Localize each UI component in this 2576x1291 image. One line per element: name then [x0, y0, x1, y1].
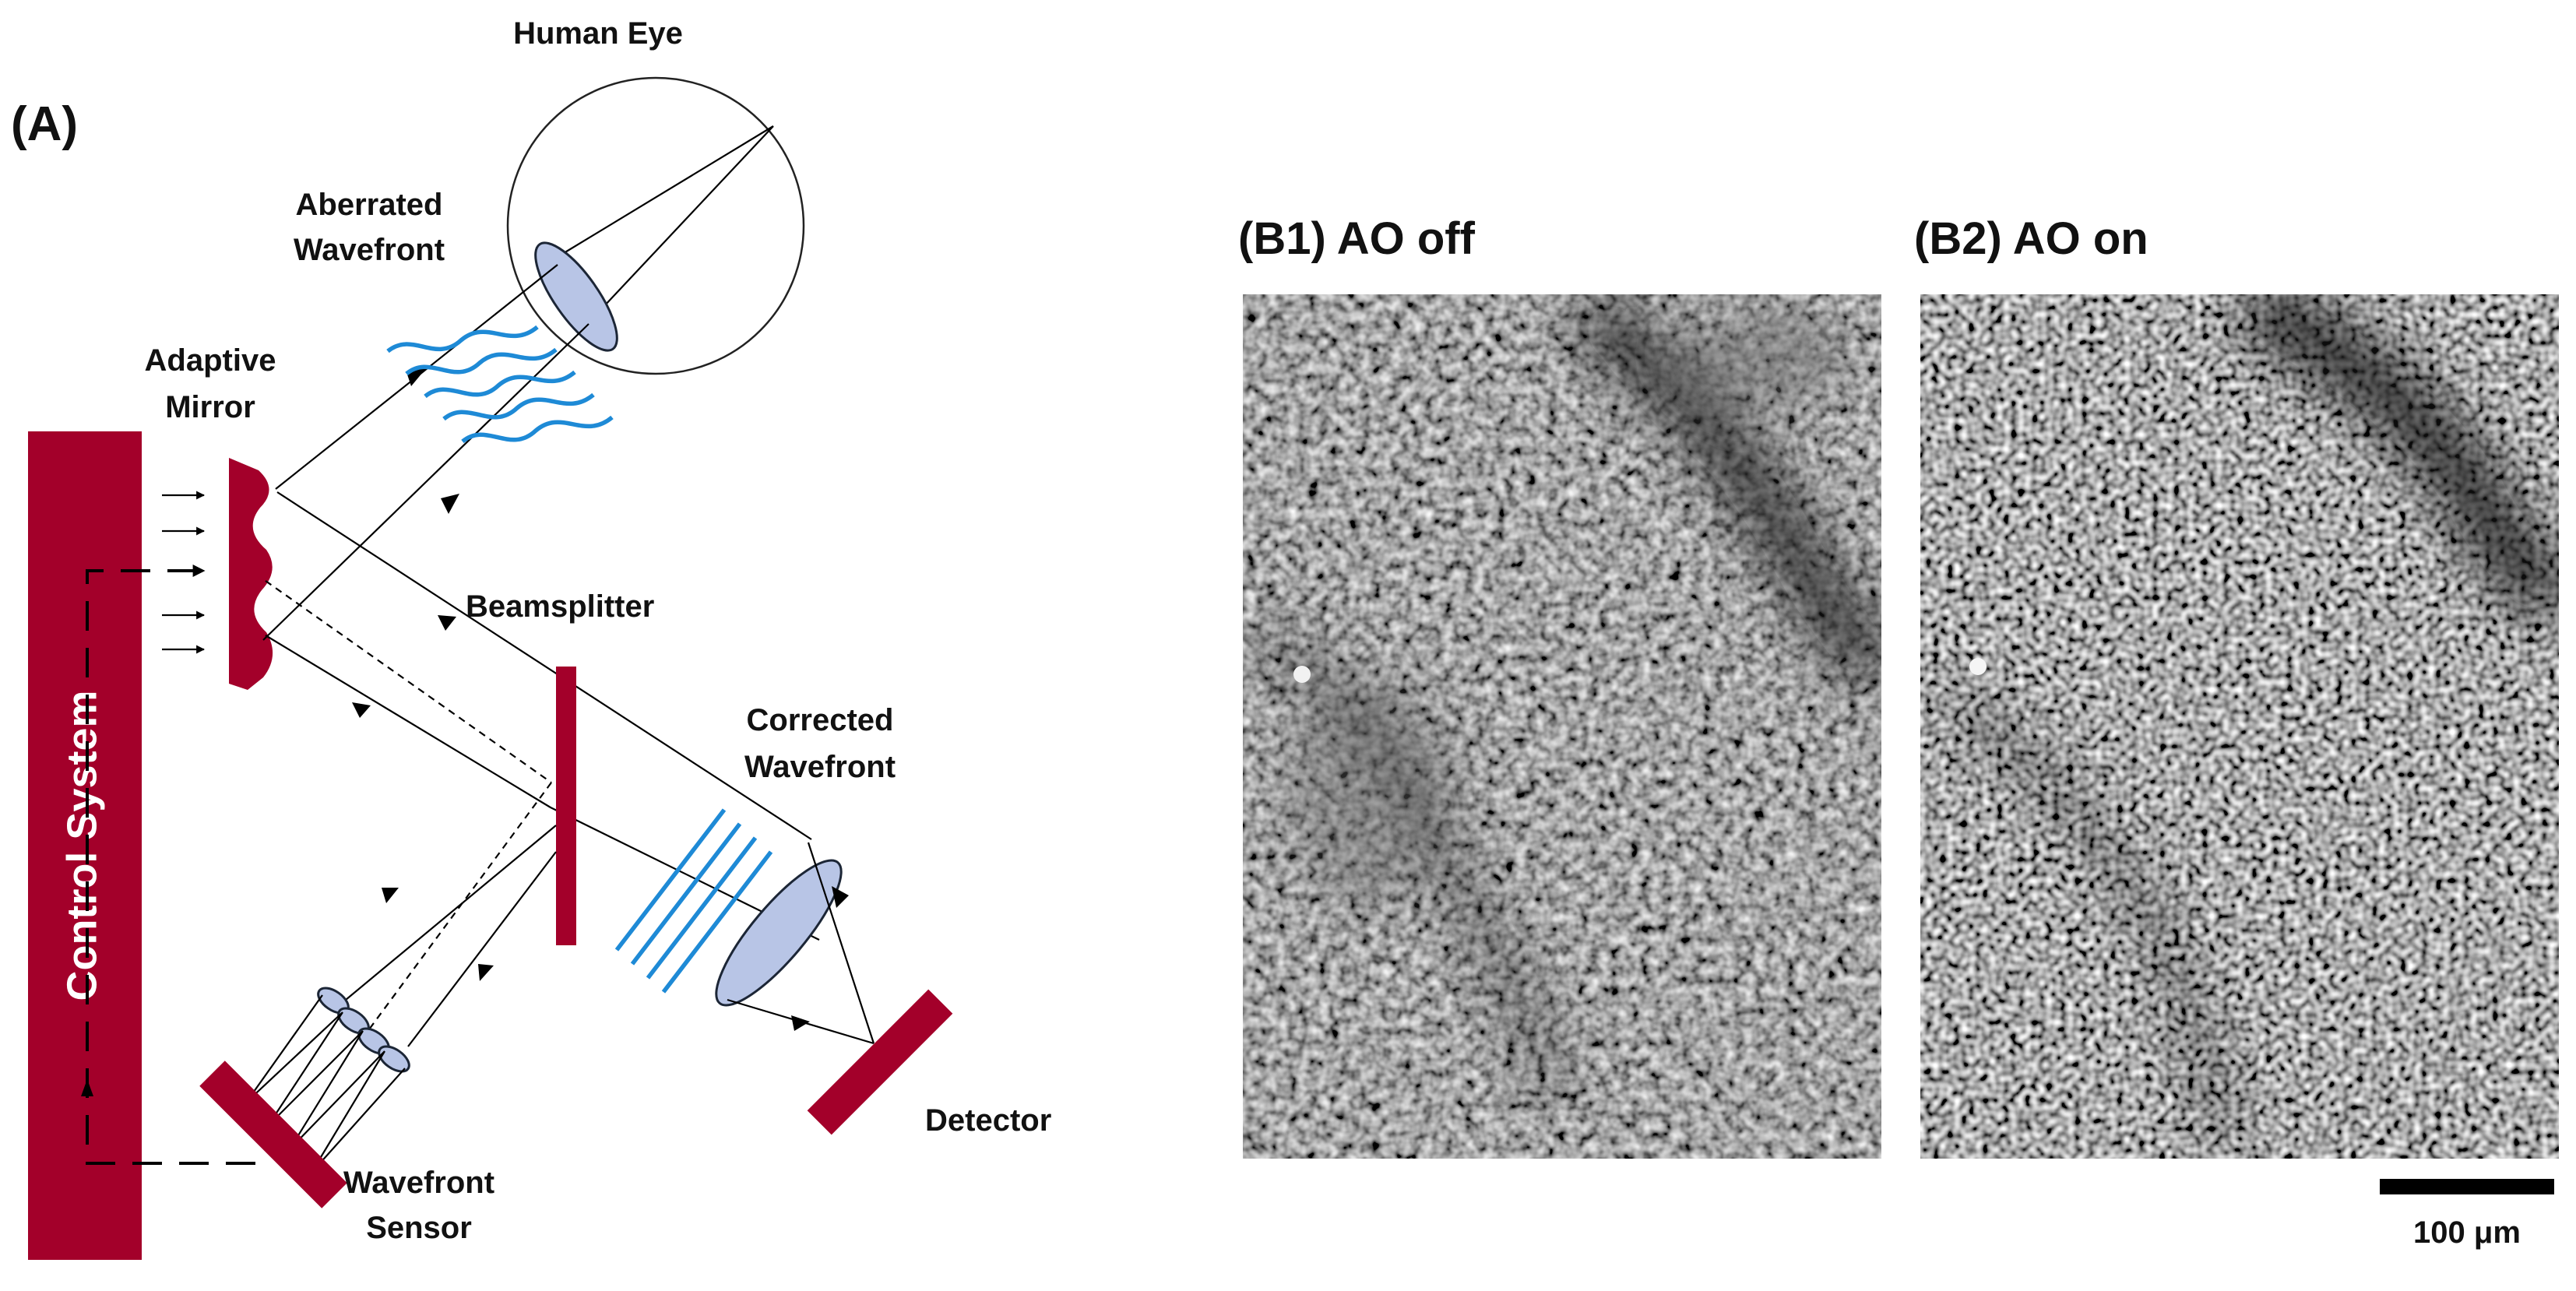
wavefront-sensor-label-1: Wavefront	[343, 1166, 494, 1200]
aberrated-wavefront	[386, 325, 539, 354]
beamsplitter	[556, 667, 576, 945]
scale-bar	[2380, 1179, 2554, 1194]
panel-label-b2: (B2) AO on	[1914, 213, 2148, 264]
detector-lens	[715, 859, 843, 1007]
ray-mirror-to-eye	[262, 323, 589, 641]
control-system-label: Control System	[58, 690, 105, 1001]
corrected-wavefront-label-2: Wavefront	[744, 750, 896, 784]
eye-globe	[506, 76, 805, 375]
corrected-wavefront	[614, 808, 727, 952]
beamsplitter-label: Beamsplitter	[466, 589, 654, 624]
human-eye-label: Human Eye	[513, 16, 683, 51]
bright-spot	[1293, 666, 1311, 683]
ray-mirror-to-detector	[276, 491, 812, 840]
lenslet	[378, 1045, 410, 1073]
retina-image-ao-off	[1243, 294, 1881, 1159]
aberrated-wavefront-label-1: Aberrated	[296, 188, 443, 222]
detector-label: Detector	[925, 1103, 1051, 1138]
adaptive-mirror	[229, 458, 273, 690]
retina-image-ao-on	[1920, 294, 2559, 1159]
adaptive-mirror-label-1: Adaptive	[145, 343, 276, 378]
detector	[807, 989, 953, 1135]
corrected-wavefront-label-1: Corrected	[747, 703, 894, 737]
panel-label-b1: (B1) AO off	[1238, 213, 1476, 264]
wavefront-sensor-label-2: Sensor	[366, 1211, 472, 1245]
eye-lens	[534, 241, 618, 352]
aberrated-wavefront-label-2: Wavefront	[294, 233, 445, 267]
control-loop-up-arrow	[81, 1079, 93, 1096]
panel-label-a: (A)	[11, 97, 78, 151]
wavefront-sensor	[199, 1061, 347, 1208]
bright-spot	[1969, 658, 1987, 675]
control-loop-dashed-line	[86, 565, 255, 1165]
adaptive-mirror-label-2: Mirror	[165, 390, 255, 424]
scale-bar-label: 100 μm	[2413, 1215, 2521, 1250]
